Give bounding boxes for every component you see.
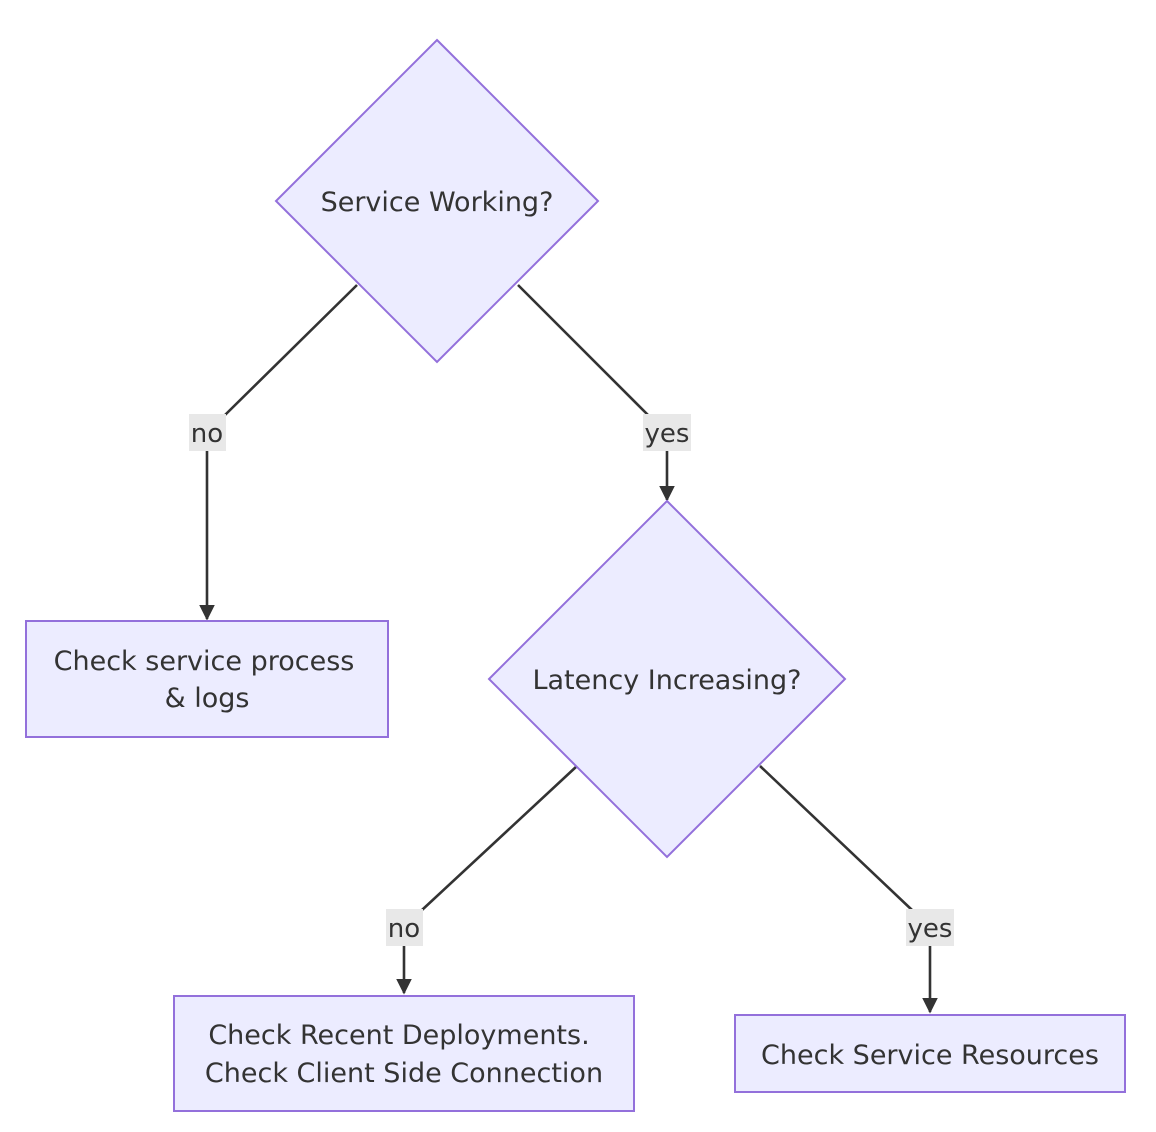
edge-label-latency-yes: yes: [908, 914, 953, 944]
action-check-resources[interactable]: Check Service Resources: [734, 1014, 1126, 1093]
edge-label-latency-no: no: [388, 914, 420, 944]
edge-service-yes-line: [517, 284, 667, 500]
edge-label-service-no: no: [191, 419, 223, 449]
decision-service-working-label: Service Working?: [321, 187, 554, 218]
edge-label-bg: [643, 414, 691, 451]
edge-service-yes: yes: [517, 284, 691, 500]
edge-latency-yes: yes: [759, 765, 954, 1012]
action-check-deployments[interactable]: Check Recent Deployments. Check Client S…: [173, 995, 635, 1112]
process-box: [173, 995, 635, 1112]
edge-label-bg: [906, 909, 954, 946]
process-box: [734, 1014, 1126, 1093]
decision-diamond: [487, 499, 847, 859]
action-check-process-line-1: Check service process: [54, 646, 355, 677]
decision-diamond: [274, 38, 600, 364]
edge-latency-yes-line: [759, 765, 930, 1012]
edge-latency-no-line: [404, 765, 578, 993]
decision-service-working[interactable]: Service Working?: [274, 38, 600, 364]
edge-service-no-line: [207, 284, 358, 619]
edge-latency-no: no: [386, 765, 578, 993]
process-box: [25, 620, 389, 738]
edge-label-service-yes: yes: [645, 419, 690, 449]
action-check-process-line-2: & logs: [165, 683, 250, 714]
action-check-resources-label: Check Service Resources: [761, 1040, 1099, 1071]
decision-latency-increasing-label: Latency Increasing?: [532, 665, 801, 696]
action-check-process[interactable]: Check service process & logs: [25, 620, 389, 738]
edge-label-bg: [386, 909, 423, 946]
action-check-deployments-line-2: Check Client Side Connection: [205, 1058, 603, 1089]
edge-service-no: no: [189, 284, 358, 619]
edge-label-bg: [189, 414, 226, 451]
action-check-deployments-line-1: Check Recent Deployments.: [208, 1020, 589, 1051]
decision-latency-increasing[interactable]: Latency Increasing?: [487, 499, 847, 859]
